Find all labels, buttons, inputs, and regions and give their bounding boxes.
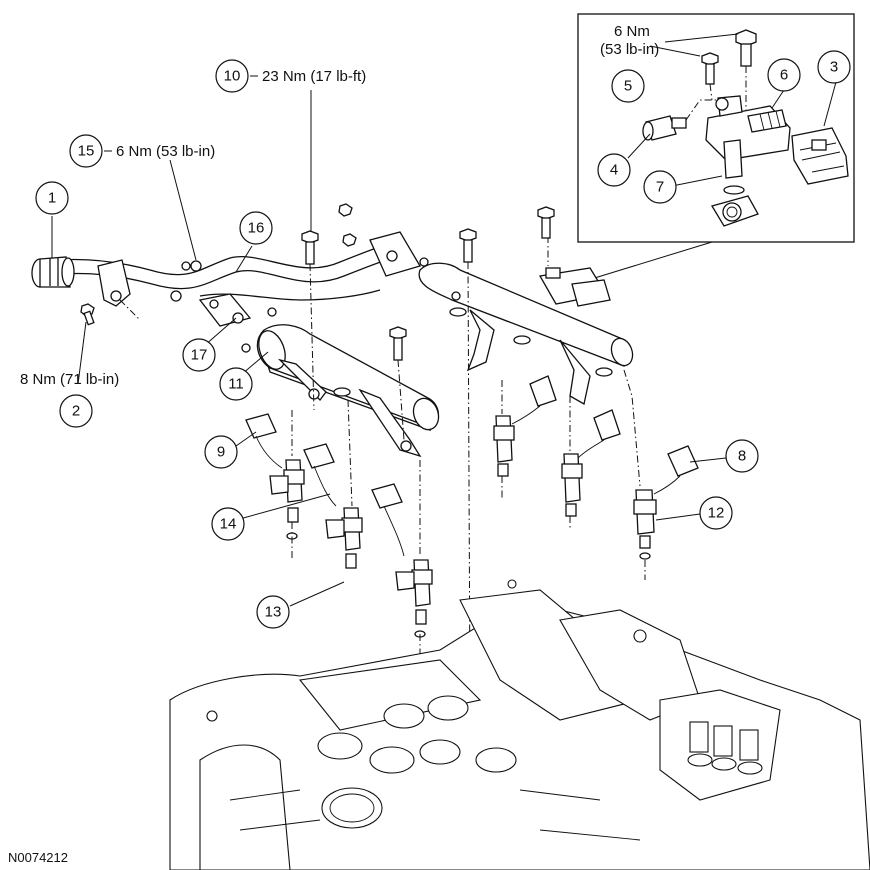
svg-text:9: 9 (217, 444, 225, 461)
spec-15: 6 Nm (53 lb-in) (116, 143, 215, 160)
tube-fasteners (170, 203, 357, 302)
callout-3: 3 (817, 50, 851, 84)
callout-5: 5 (611, 69, 645, 103)
svg-text:3: 3 (830, 59, 838, 76)
inset-bolt-b (701, 52, 719, 101)
quick-connect-fitting (31, 256, 75, 288)
spec-5-line2: (53 lb-in) (600, 41, 659, 58)
injector-connectors (245, 375, 699, 557)
callout-leaders (51, 159, 727, 607)
svg-text:4: 4 (610, 162, 618, 179)
svg-text:7: 7 (656, 179, 664, 196)
left-fuel-rail (198, 293, 440, 458)
rail-bolt-10 (301, 90, 319, 411)
svg-text:12: 12 (708, 505, 725, 522)
spec-10: 23 Nm (17 lb-ft) (262, 68, 366, 85)
spec-2: 8 Nm (71 lb-in) (20, 371, 119, 388)
inset-bolt-a (735, 29, 757, 150)
inset-pointer-line (587, 241, 713, 281)
svg-text:16: 16 (248, 220, 265, 237)
bracket-bolt (80, 303, 95, 326)
injector-left-3 (395, 460, 433, 670)
inset-frame (577, 13, 855, 243)
svg-text:15: 15 (78, 143, 95, 160)
injector-right-2 (561, 396, 583, 530)
callout-8: 8 (725, 439, 759, 473)
svg-text:10: 10 (224, 68, 241, 85)
inset-connector (791, 127, 849, 185)
svg-text:13: 13 (265, 604, 282, 621)
svg-text:11: 11 (228, 376, 244, 393)
callout-7: 7 (643, 170, 677, 204)
callout-14: 14 (211, 507, 245, 541)
engine-block (169, 579, 870, 870)
rail-bolt-center (459, 228, 477, 701)
callout-13: 13 (256, 595, 290, 629)
injector-left-1 (269, 410, 305, 560)
detail-inset: 6 Nm (53 lb-in) (577, 13, 855, 243)
callout-1: 1 (35, 181, 69, 215)
tube-bracket (97, 259, 141, 321)
injector-right-3 (623, 369, 657, 580)
svg-text:14: 14 (220, 516, 237, 533)
right-fuel-rail (369, 206, 634, 406)
injector-right-1 (493, 380, 515, 500)
callout-16: 16 (239, 211, 273, 245)
callout-10: 10 (215, 59, 249, 93)
callout-2: 2 (59, 394, 93, 428)
svg-text:6: 6 (780, 67, 788, 84)
inset-temp-sensor (642, 99, 718, 141)
rail-bolt-left (389, 326, 407, 441)
svg-text:1: 1 (48, 190, 56, 207)
callout-17: 17 (182, 338, 216, 372)
injector-left-2 (325, 399, 363, 569)
svg-text:2: 2 (72, 403, 80, 420)
inset-seal (711, 185, 759, 227)
callout-6: 6 (767, 58, 801, 92)
svg-text:17: 17 (191, 347, 208, 364)
svg-text:5: 5 (624, 78, 632, 95)
callout-11: 11 (219, 367, 253, 401)
callout-4: 4 (597, 153, 631, 187)
spec-5-line1: 6 Nm (614, 23, 650, 40)
svg-text:8: 8 (738, 448, 746, 465)
callout-15: 15 (69, 134, 103, 168)
fuel-pressure-sensor (705, 95, 791, 179)
diagram-id: N0074212 (8, 850, 68, 865)
callout-12: 12 (699, 496, 733, 530)
callout-9: 9 (204, 435, 238, 469)
